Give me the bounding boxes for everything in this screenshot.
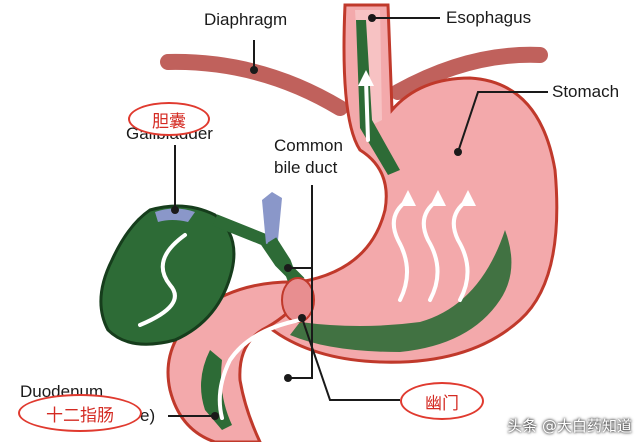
dot-bile-duct-upper [284, 264, 292, 272]
dot-esophagus [368, 14, 376, 22]
gallbladder-organ [99, 204, 236, 346]
dot-gallbladder [171, 206, 179, 214]
reflux-arrow-1 [391, 198, 410, 302]
duodenum-flow-arrow [217, 318, 302, 420]
arrowhead-3 [460, 190, 476, 206]
leader-dots [171, 14, 462, 420]
label-common-bile-duct-2: bile duct [274, 158, 338, 177]
leader-stomach [457, 91, 548, 153]
esophagus-arrow [364, 78, 370, 142]
label-esophagus: Esophagus [446, 8, 532, 27]
arrowhead-esophagus [358, 70, 374, 86]
label-stomach: Stomach [552, 82, 620, 101]
gallbladder-flow-arrow [138, 233, 187, 327]
stomach-body [256, 3, 559, 364]
arrowhead-2 [430, 190, 446, 206]
dot-pylorus [298, 314, 306, 322]
dot-bile-duct-lower [284, 374, 292, 382]
dot-stomach [454, 148, 462, 156]
annotation-gallbladder: 胆囊 [128, 102, 210, 136]
annotation-pylorus: 幽门 [400, 382, 484, 420]
label-diaphragm: Diaphragm [204, 10, 288, 29]
duodenum-bile [201, 350, 232, 430]
label-common-bile-duct-1: Common [274, 136, 343, 155]
diaphragm-right [390, 46, 548, 100]
dot-diaphragm [250, 66, 258, 74]
stomach-bile-pool [290, 230, 512, 352]
annotation-duodenum: 十二指肠 [18, 394, 142, 432]
leader-pylorus [301, 317, 400, 401]
cystic-duct [212, 214, 305, 287]
arrowhead-1 [400, 190, 416, 206]
gallbladder-top-bile [155, 208, 195, 222]
reflux-arrow-2 [421, 198, 440, 302]
leader-lines [168, 17, 548, 417]
pylorus-ring [281, 277, 315, 323]
label-duodenum-tail: e) [140, 406, 156, 425]
watermark: 头条 @大白药知道 [507, 417, 632, 435]
dot-duodenum [211, 412, 219, 420]
reflux-arrow-3 [451, 198, 470, 302]
hepatic-duct-blue [262, 192, 282, 244]
leader-common-bile-duct [288, 185, 313, 379]
stomach-reflux-arrows [364, 78, 470, 302]
arrowheads [358, 70, 476, 206]
